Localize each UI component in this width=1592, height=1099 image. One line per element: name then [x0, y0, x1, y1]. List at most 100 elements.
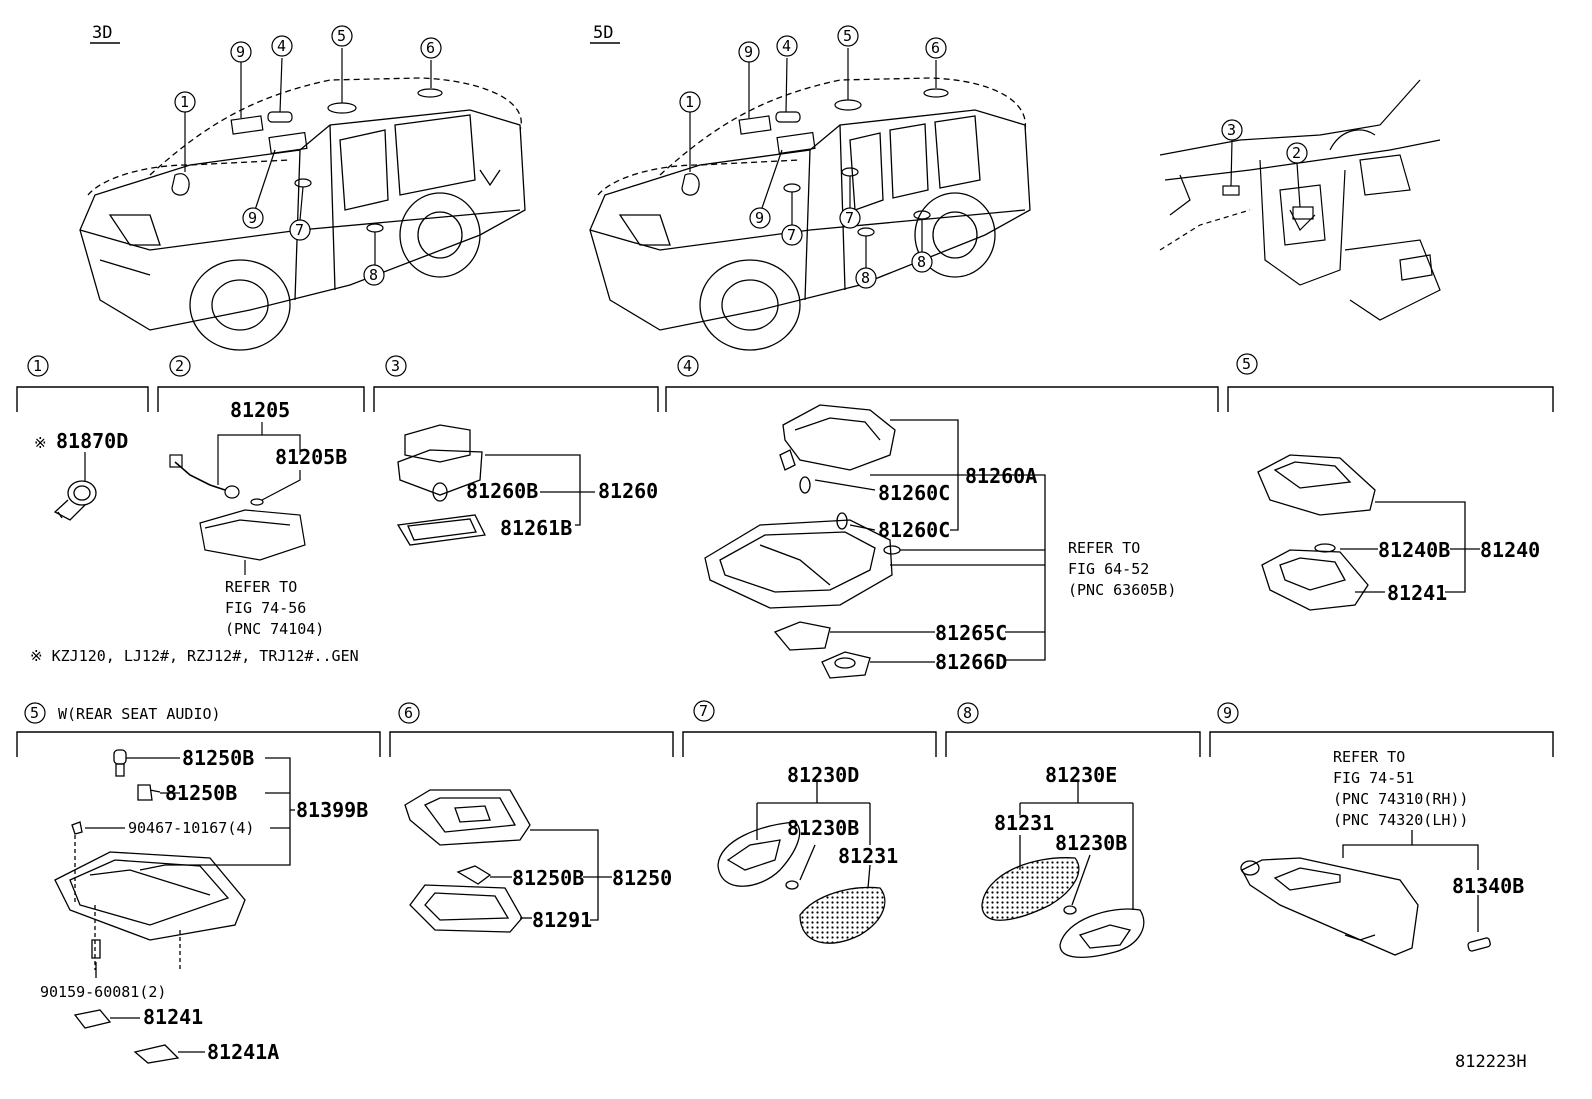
ref-64-52-line2: FIG 64-52	[1068, 560, 1149, 578]
section-number-circles-row2	[24, 700, 1239, 724]
part-90467-10167: 90467-10167(4)	[128, 819, 254, 837]
callout-4: 4	[782, 37, 791, 55]
section-2: 81205 81205B REFER TO FIG 74-56 (PNC 741…	[169, 398, 347, 638]
label-3d: 3D	[92, 23, 112, 43]
dashboard-callouts	[1221, 119, 1308, 164]
ref-74-56-line1: REFER TO	[225, 578, 297, 596]
vehicle-5d-parts	[681, 48, 949, 268]
vehicle-5d-illustration	[589, 77, 1031, 351]
callout-9: 9	[236, 43, 245, 61]
part-81241: 81241	[143, 1005, 203, 1029]
section-brackets-row2	[16, 731, 1554, 757]
callout-8: 8	[369, 266, 378, 284]
part-81399B: 81399B	[296, 798, 368, 822]
part-81261B: 81261B	[500, 516, 572, 540]
callout-7: 7	[845, 209, 854, 227]
section-7: 81230D 81230B 81231	[717, 763, 898, 944]
figure-code: 812223H	[1455, 1052, 1527, 1072]
footnote-applicability: ※ KZJ120, LJ12#, RZJ12#, TRJ12#..GEN	[30, 647, 359, 665]
section-9: REFER TO FIG 74-51 (PNC 74310(RH)) (PNC …	[1240, 748, 1524, 956]
section-9-number: 9	[1223, 704, 1232, 722]
part-81870D: 81870D	[56, 429, 128, 453]
section-3: 81260B 81260 81261B	[396, 424, 658, 546]
ref-74-51-line3: (PNC 74310(RH))	[1333, 790, 1468, 808]
part-81260A: 81260A	[965, 464, 1037, 488]
section-7-number: 7	[699, 702, 708, 720]
section-1-number: 1	[33, 357, 42, 375]
part-81250: 81250	[612, 866, 672, 890]
ref-64-52-line1: REFER TO	[1068, 539, 1140, 557]
ref-74-51-line1: REFER TO	[1333, 748, 1405, 766]
callout-3: 3	[1227, 121, 1236, 139]
part-81250B-middle: 81250B	[165, 781, 237, 805]
section-5w-title: W(REAR SEAT AUDIO)	[58, 705, 221, 723]
ref-74-56-line2: FIG 74-56	[225, 599, 306, 617]
vehicle-3d-parts	[171, 48, 443, 265]
section-8: 81230E 81231 81230B	[981, 763, 1145, 958]
part-81230D: 81230D	[787, 763, 859, 787]
part-81230B: 81230B	[1055, 831, 1127, 855]
part-81241A: 81241A	[207, 1040, 279, 1064]
part-81241: 81241	[1387, 581, 1447, 605]
section-1: ※ 81870D	[34, 429, 128, 521]
label-5d: 5D	[593, 23, 613, 43]
part-81205B: 81205B	[275, 445, 347, 469]
part-81230B: 81230B	[787, 816, 859, 840]
section-4: 81260A 81260C 81260C 81265C 81266D REFER…	[704, 404, 1176, 679]
part-81205: 81205	[230, 398, 290, 422]
vehicle-5d-callouts	[679, 25, 947, 289]
part-81260C-bottom: 81260C	[878, 518, 950, 542]
callout-5: 5	[337, 27, 346, 45]
section-5-number: 5	[1242, 355, 1251, 373]
callout-7: 7	[787, 226, 796, 244]
part-81240: 81240	[1480, 538, 1540, 562]
note-symbol: ※	[34, 434, 47, 452]
callout-7: 7	[295, 221, 304, 239]
callout-1: 1	[685, 93, 694, 111]
section-brackets-row1	[16, 386, 1554, 412]
part-81250B-top: 81250B	[182, 746, 254, 770]
section-3-number: 3	[391, 357, 400, 375]
callout-5: 5	[843, 27, 852, 45]
part-81260B: 81260B	[466, 479, 538, 503]
vehicle-3d-callouts	[174, 25, 442, 286]
part-81265C: 81265C	[935, 621, 1007, 645]
part-81340B: 81340B	[1452, 874, 1524, 898]
part-81291: 81291	[532, 908, 592, 932]
callout-1: 1	[180, 93, 189, 111]
dashboard-parts	[1222, 139, 1314, 220]
part-90159-60081: 90159-60081(2)	[40, 983, 166, 1001]
ref-64-52-line3: (PNC 63605B)	[1068, 581, 1176, 599]
callout-9: 9	[755, 209, 764, 227]
callout-9: 9	[248, 209, 257, 227]
vehicle-3d-illustration	[79, 77, 526, 351]
callout-9: 9	[744, 43, 753, 61]
callout-2: 2	[1292, 144, 1301, 162]
ref-74-56-line3: (PNC 74104)	[225, 620, 324, 638]
section-8-number: 8	[963, 704, 972, 722]
callout-6: 6	[426, 39, 435, 57]
callout-8: 8	[917, 253, 926, 271]
dashboard-illustration	[1159, 79, 1441, 321]
callout-8: 8	[861, 269, 870, 287]
section-5: 81240B 81240 81241	[1257, 454, 1540, 611]
part-81231: 81231	[838, 844, 898, 868]
section-2-number: 2	[175, 357, 184, 375]
part-81266D: 81266D	[935, 650, 1007, 674]
callout-4: 4	[277, 37, 286, 55]
section-6-number: 6	[404, 704, 413, 722]
part-81250B: 81250B	[512, 866, 584, 890]
part-81231: 81231	[994, 811, 1054, 835]
ref-74-51-line2: FIG 74-51	[1333, 769, 1414, 787]
callout-6: 6	[931, 39, 940, 57]
part-81260C-top: 81260C	[878, 481, 950, 505]
ref-74-51-line4: (PNC 74320(LH))	[1333, 811, 1468, 829]
part-81260: 81260	[598, 479, 658, 503]
section-5w: 81250B 81250B 81399B 90467-10167(4) 9015…	[40, 746, 368, 1064]
section-6: 81250B 81250 81291	[404, 789, 672, 933]
part-81240B: 81240B	[1378, 538, 1450, 562]
section-5w-number: 5	[30, 704, 39, 722]
section-4-number: 4	[683, 357, 692, 375]
part-81230E: 81230E	[1045, 763, 1117, 787]
